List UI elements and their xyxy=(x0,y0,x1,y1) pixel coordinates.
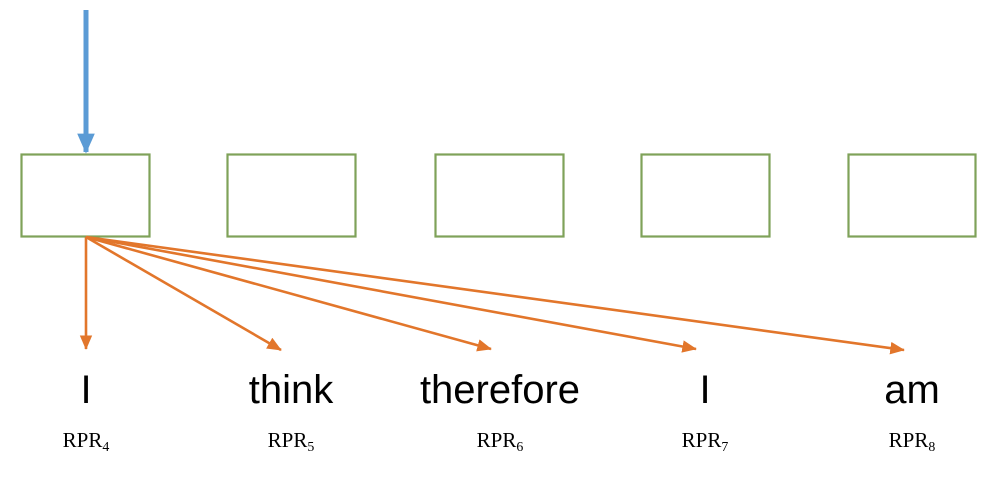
rpr-label-2: RPR5 xyxy=(205,428,377,454)
token-box-5[interactable] xyxy=(847,153,977,238)
token-box-1[interactable] xyxy=(20,153,151,238)
rpr-label-3: RPR6 xyxy=(414,428,586,454)
word-label-2: think xyxy=(248,368,334,412)
word-label-5: am xyxy=(884,368,940,412)
word-label-1: I xyxy=(80,368,92,412)
token-box-2[interactable] xyxy=(226,153,357,238)
rpr-label-3-subscript: 6 xyxy=(516,438,524,454)
rpr-fanout-group xyxy=(79,235,905,355)
rpr-label-5: RPR8 xyxy=(826,428,994,454)
token-box-3[interactable] xyxy=(434,153,565,238)
rpr-arrow-to-rpr7-icon xyxy=(85,235,697,353)
rpr-label-4-subscript: 7 xyxy=(721,438,729,454)
token-box-group xyxy=(20,153,977,238)
rpr-label-2-subscript: 5 xyxy=(307,438,315,454)
token-box-4[interactable] xyxy=(640,153,771,238)
rpr-label-1-text: RPR xyxy=(62,428,103,452)
rpr-label-5-subscript: 8 xyxy=(928,438,936,454)
rpr-arrow-to-rpr6-icon xyxy=(85,235,492,352)
rpr-label-4-text: RPR xyxy=(681,428,722,452)
word-label-4: I xyxy=(699,368,711,412)
rpr-label-5-text: RPR xyxy=(888,428,929,452)
rpr-label-3-text: RPR xyxy=(476,428,517,452)
rpr-arrow-to-rpr8-icon xyxy=(85,235,905,355)
word-label-3: therefore xyxy=(419,368,581,412)
rpr-label-4: RPR7 xyxy=(619,428,791,454)
rpr-label-1: RPR4 xyxy=(0,428,172,454)
rpr-label-2-text: RPR xyxy=(267,428,308,452)
rpr-arrow-to-rpr5-icon xyxy=(85,235,282,352)
rpr-label-1-subscript: 4 xyxy=(102,438,110,454)
